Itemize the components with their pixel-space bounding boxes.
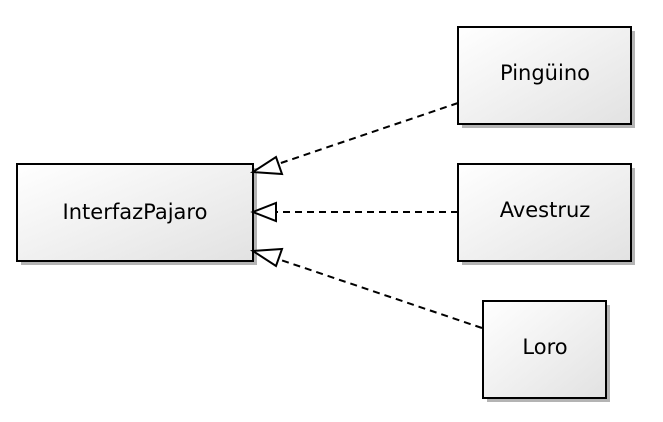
node-box (457, 163, 632, 262)
node-loro[interactable]: Loro (482, 300, 610, 402)
node-interfaz-pajaro[interactable]: InterfazPajaro (16, 163, 257, 265)
arrowhead-loro (249, 247, 284, 268)
node-pinguino[interactable]: Pingüino (457, 26, 635, 128)
node-box (457, 26, 632, 125)
node-avestruz[interactable]: Avestruz (457, 163, 635, 265)
arrowhead-pinguino (249, 155, 284, 176)
edge-pinguino-to-interface (271, 102, 459, 167)
node-box (482, 300, 607, 399)
node-label-loro: Loro (522, 335, 567, 359)
edge-loro-to-interface (271, 256, 483, 329)
node-label-avestruz: Avestruz (500, 198, 591, 222)
node-label-interfaz-pajaro: InterfazPajaro (63, 200, 208, 224)
node-box (16, 163, 254, 262)
node-label-pinguino: Pingüino (500, 61, 590, 85)
arrowhead-avestruz (250, 201, 277, 223)
